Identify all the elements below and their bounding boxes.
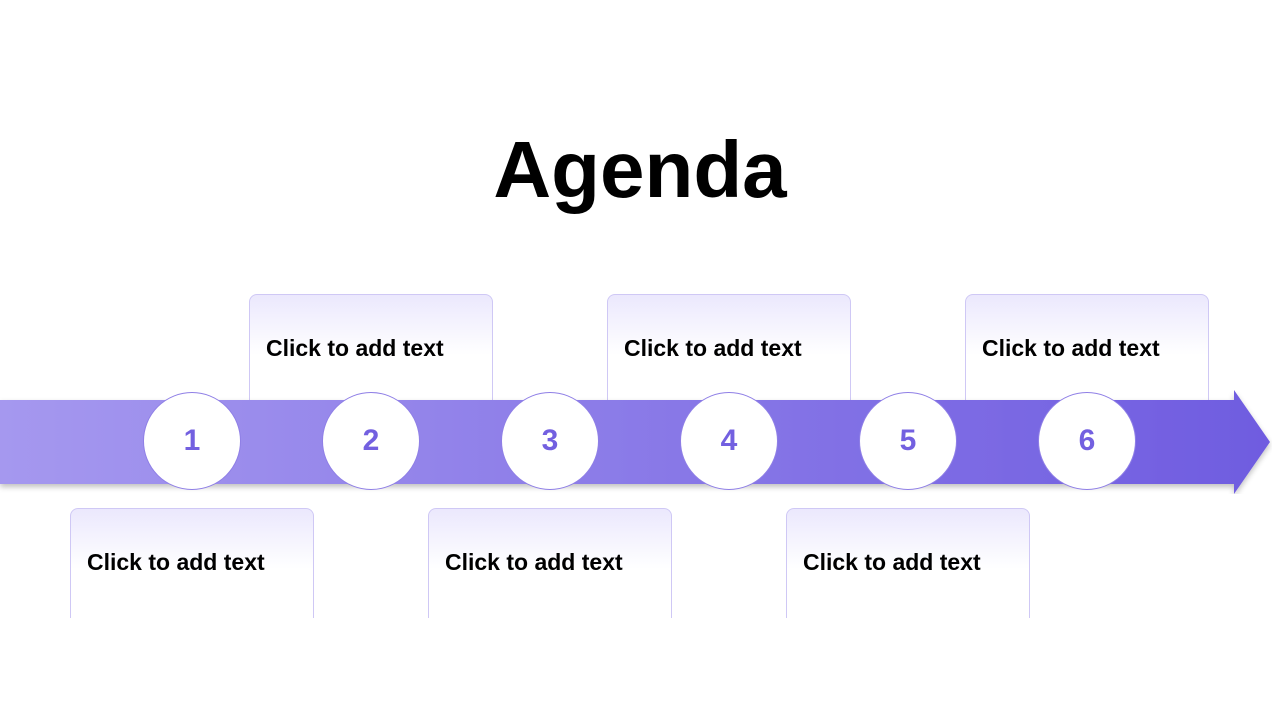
step-4-circle[interactable]: 4: [680, 392, 778, 490]
step-3-circle[interactable]: 3: [501, 392, 599, 490]
step-3-number: 3: [541, 424, 559, 457]
step-6-text-box[interactable]: Click to add text: [965, 294, 1209, 404]
step-5-number: 5: [899, 424, 917, 457]
step-2-text[interactable]: Click to add text: [266, 335, 444, 361]
timeline-arrow-shape: [0, 390, 1270, 494]
step-1-text[interactable]: Click to add text: [87, 549, 265, 575]
step-2-text-box[interactable]: Click to add text: [249, 294, 493, 404]
timeline-arrow: [0, 390, 1270, 494]
step-3-text-box[interactable]: Click to add text: [428, 508, 672, 618]
step-4-text[interactable]: Click to add text: [624, 335, 802, 361]
step-2-number: 2: [362, 424, 380, 457]
step-2-circle[interactable]: 2: [322, 392, 420, 490]
step-3-text[interactable]: Click to add text: [445, 549, 623, 575]
step-6-number: 6: [1078, 424, 1096, 457]
step-4-number: 4: [720, 424, 738, 457]
step-5-text-box[interactable]: Click to add text: [786, 508, 1030, 618]
step-6-text[interactable]: Click to add text: [982, 335, 1160, 361]
step-5-text[interactable]: Click to add text: [803, 549, 981, 575]
step-6-circle[interactable]: 6: [1038, 392, 1136, 490]
step-1-number: 1: [183, 424, 201, 457]
step-5-circle[interactable]: 5: [859, 392, 957, 490]
step-1-text-box[interactable]: Click to add text: [70, 508, 314, 618]
step-1-circle[interactable]: 1: [143, 392, 241, 490]
step-4-text-box[interactable]: Click to add text: [607, 294, 851, 404]
slide-title[interactable]: Agenda: [493, 125, 787, 214]
